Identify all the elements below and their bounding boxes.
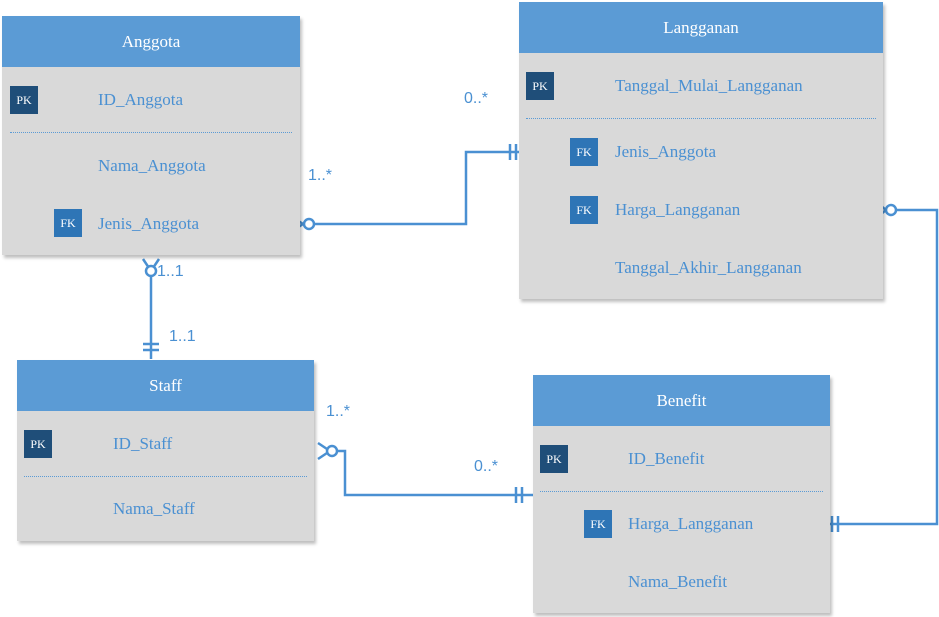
- optional-circle-staff-benefit: [325, 444, 339, 458]
- attribute-id-benefit: ID_Benefit: [628, 449, 705, 468]
- attribute-id-staff: ID_Staff: [113, 434, 173, 453]
- attribute-jenis-anggota: Jenis_Anggota: [615, 142, 717, 161]
- entity-title: Anggota: [2, 16, 300, 67]
- fk-badge: FK: [54, 209, 82, 237]
- key-separator: [24, 476, 307, 477]
- optional-circle-langganan-benefit: [884, 203, 898, 217]
- entity-staff[interactable]: Staff PK ID_Staff Nama_Staff: [17, 360, 314, 541]
- cardinality-anggota-staff-bottom: 1..1: [169, 328, 196, 345]
- entity-anggota[interactable]: Anggota PK ID_Anggota Nama_Anggota FK Je…: [2, 16, 300, 255]
- attribute-tanggal-akhir-langganan: Tanggal_Akhir_Langganan: [615, 258, 802, 277]
- fk-badge: FK: [570, 196, 598, 224]
- mandatory-bars-langganan-benefit: [830, 516, 840, 532]
- link-staff-benefit: [333, 449, 534, 497]
- pk-badge: PK: [24, 430, 52, 458]
- mandatory-bars-staff-benefit: [514, 487, 524, 503]
- pk-badge: PK: [10, 86, 38, 114]
- attribute-harga-langganan: Harga_Langganan: [615, 200, 741, 219]
- attribute-nama-anggota: Nama_Anggota: [98, 156, 206, 175]
- cardinality-anggota-staff-top: 1..1: [157, 263, 184, 280]
- link-langganan-benefit: [824, 208, 939, 526]
- attribute-id-anggota: ID_Anggota: [98, 90, 183, 109]
- cardinality-anggota-side: 1..*: [308, 167, 333, 184]
- cardinality-staff-side: 1..*: [326, 403, 351, 420]
- pk-badge: PK: [526, 72, 554, 100]
- entity-langganan[interactable]: Langganan PK Tanggal_Mulai_Langganan FK …: [519, 2, 883, 299]
- attribute-tanggal-mulai-langganan: Tanggal_Mulai_Langganan: [615, 76, 803, 95]
- link-anggota-langganan: [303, 150, 528, 226]
- attribute-harga-langganan: Harga_Langganan: [628, 514, 754, 533]
- entity-benefit[interactable]: Benefit PK ID_Benefit FK Harga_Langganan…: [533, 375, 830, 613]
- fk-badge: FK: [584, 510, 612, 538]
- fk-badge: FK: [570, 138, 598, 166]
- cardinality-benefit-side: 0..*: [474, 458, 499, 475]
- attribute-jenis-anggota: Jenis_Anggota: [98, 214, 200, 233]
- key-separator: [540, 491, 823, 492]
- mandatory-bars-anggota-staff: [143, 342, 159, 352]
- cardinality-langganan-side: 0..*: [464, 90, 489, 107]
- attribute-nama-staff: Nama_Staff: [113, 499, 195, 518]
- entity-title: Langganan: [519, 2, 883, 53]
- entity-title: Benefit: [533, 375, 830, 426]
- optional-circle-anggota-staff: [144, 264, 158, 278]
- mandatory-bars-anggota-langganan: [508, 144, 518, 160]
- key-separator: [10, 132, 292, 133]
- key-separator: [526, 118, 876, 119]
- attribute-nama-benefit: Nama_Benefit: [628, 572, 728, 591]
- optional-circle-anggota-langganan: [302, 217, 316, 231]
- entity-title: Staff: [17, 360, 314, 411]
- pk-badge: PK: [540, 445, 568, 473]
